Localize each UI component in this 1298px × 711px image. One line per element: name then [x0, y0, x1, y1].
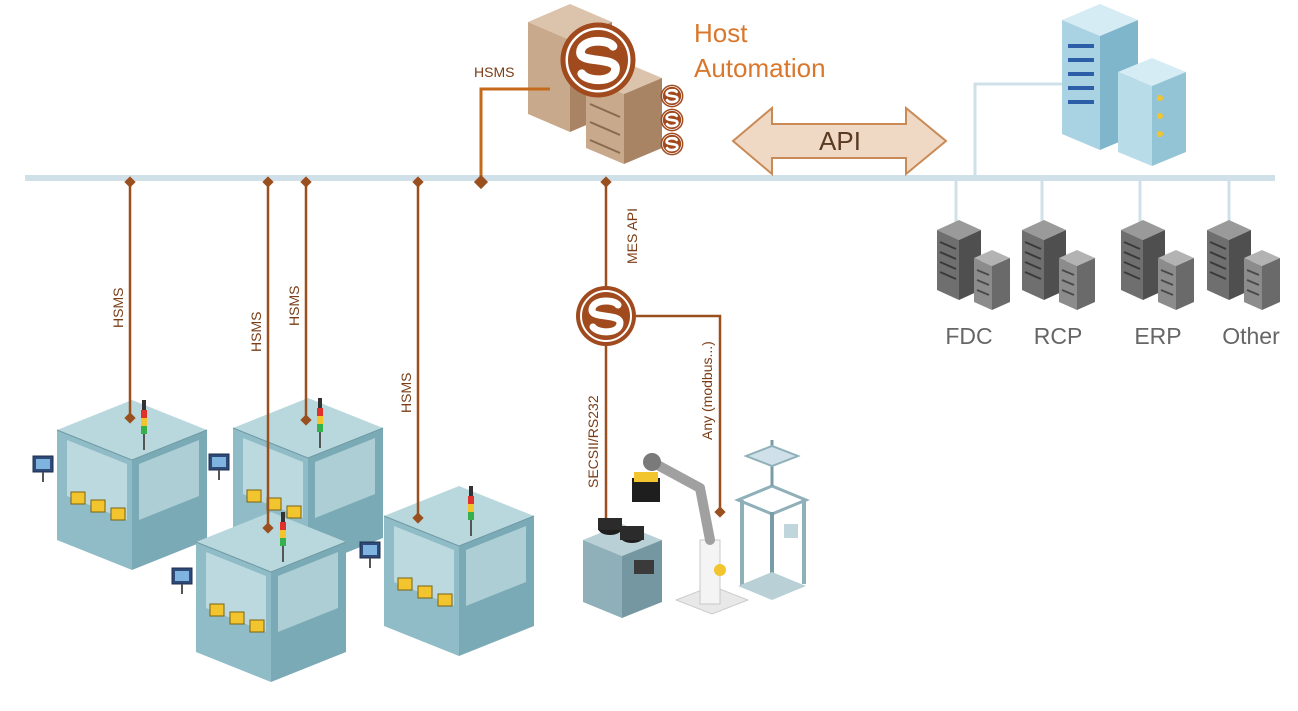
- api-arrow: API: [731, 105, 948, 177]
- mes-api-label: MES API: [624, 208, 640, 264]
- enterprise-server-icon: [1062, 4, 1186, 166]
- test-rack-icon: [734, 440, 810, 600]
- any-label: Any (modbus...): [699, 341, 715, 440]
- hsms-label-4: HSMS: [398, 373, 414, 413]
- host-hsms-link: [479, 87, 550, 180]
- host-logo-icon: [561, 23, 636, 98]
- host-logo-small-icon-1: [659, 83, 685, 109]
- host-hsms-label: HSMS: [474, 64, 514, 80]
- system-erp: ERP: [1120, 178, 1195, 349]
- host-logo-small-icon-2: [659, 107, 685, 133]
- hsms-link-4: HSMS: [398, 176, 424, 524]
- enterprise-server-link: [973, 82, 1062, 178]
- api-label: API: [819, 126, 861, 156]
- host-link-node: [473, 174, 489, 190]
- secs-label: SECSII/RS232: [585, 395, 601, 488]
- system-label-erp: ERP: [1134, 323, 1181, 349]
- system-label-other: Other: [1222, 323, 1280, 349]
- secs-link: SECSII/RS232: [585, 346, 608, 520]
- system-fdc: FDC: [936, 178, 1011, 349]
- system-label-fdc: FDC: [945, 323, 992, 349]
- hsms-link-1: HSMS: [110, 176, 136, 424]
- legacy-equipment-icon: [583, 518, 662, 618]
- equipment-tool-4: [359, 485, 535, 657]
- host-title-line2: Automation: [694, 53, 826, 83]
- hsms-label-3: HSMS: [286, 286, 302, 326]
- gateway-logo-icon: [576, 286, 636, 346]
- robot-arm-icon: [632, 453, 750, 615]
- equipment-tool-1: [32, 399, 208, 571]
- hsms-link-3: HSMS: [286, 176, 312, 426]
- system-other: Other: [1206, 178, 1281, 349]
- mes-api-link: MES API: [600, 176, 640, 288]
- system-rcp: RCP: [1021, 178, 1096, 349]
- hsms-link-2: HSMS: [248, 176, 274, 534]
- any-link: Any (modbus...): [636, 314, 726, 518]
- system-label-rcp: RCP: [1034, 323, 1083, 349]
- host-title-line1: Host: [694, 18, 748, 48]
- host-logo-small-icon-3: [659, 131, 685, 157]
- hsms-label-2: HSMS: [248, 312, 264, 352]
- hsms-label-1: HSMS: [110, 288, 126, 328]
